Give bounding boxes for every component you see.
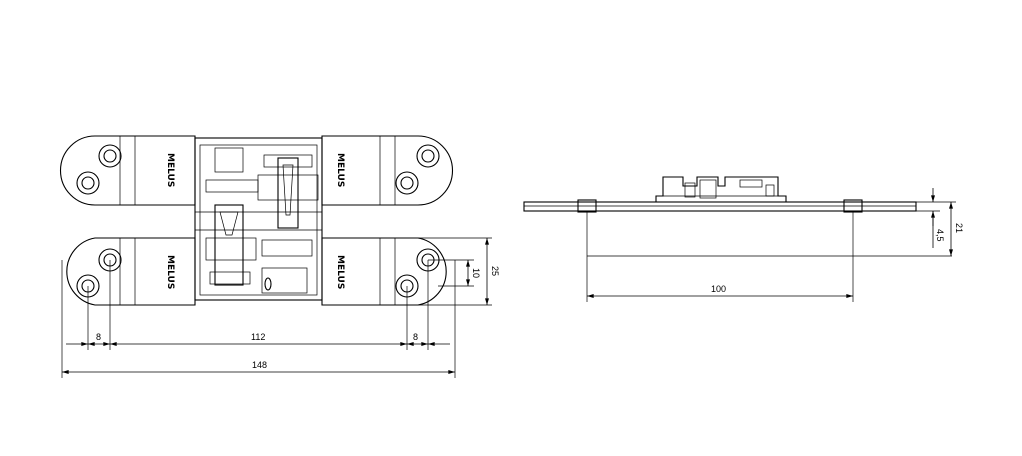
hinge-side-view: 100 21 4,5 <box>523 176 964 302</box>
upper-leaf: MELUS MELUS <box>60 135 453 206</box>
hinge-top-view: MELUS MELUS MELUS MELUS <box>60 135 500 378</box>
brand-label-lower-left: MELUS <box>165 255 175 289</box>
dim-hole-offset-left: 8 <box>96 332 101 342</box>
brand-label-lower-right: MELUS <box>335 255 345 289</box>
dim-hole-offset-right: 8 <box>413 332 418 342</box>
side-view-dimensions: 100 21 4,5 <box>586 188 964 302</box>
brand-label-upper-right: MELUS <box>335 153 345 187</box>
dim-hole-offset-vertical: 10 <box>471 268 481 278</box>
dim-plate-thickness: 4,5 <box>935 229 945 242</box>
dim-total-length: 148 <box>252 360 267 370</box>
dim-total-height: 21 <box>954 223 964 233</box>
top-view-dimensions: 8 112 8 148 25 10 <box>61 237 500 378</box>
dim-body-length: 100 <box>711 284 726 294</box>
central-mechanism <box>194 137 323 301</box>
brand-label-upper-left: MELUS <box>165 153 175 187</box>
dim-width: 25 <box>490 266 500 276</box>
dim-hole-spacing: 112 <box>251 332 265 342</box>
